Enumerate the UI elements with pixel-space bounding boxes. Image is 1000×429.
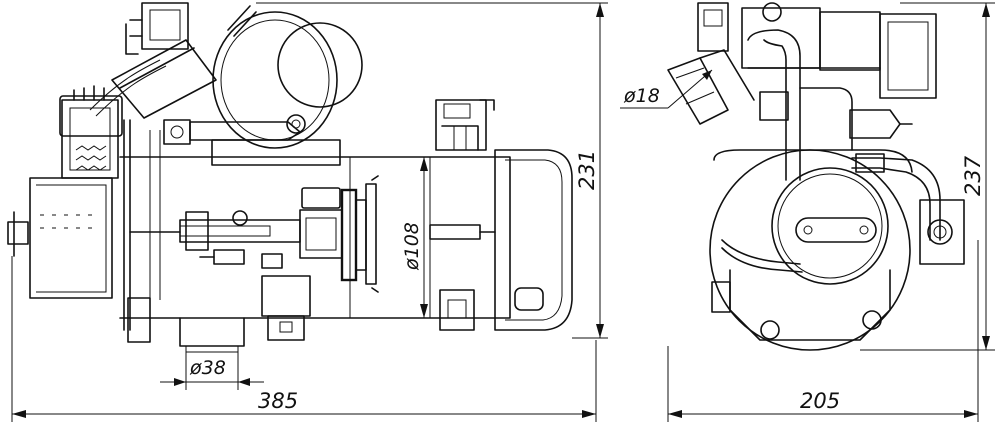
end-connector [849, 109, 965, 265]
dim-label-205: 205 [800, 389, 840, 413]
dim-label-18: ø18 [623, 85, 660, 107]
end-fan-housing [697, 2, 937, 99]
dim-label-38: ø38 [189, 357, 226, 379]
burner-flange [129, 175, 496, 293]
side-view [7, 2, 608, 422]
mounting-flange [7, 99, 151, 343]
relay-box [125, 2, 189, 55]
exhaust-elbow [667, 29, 801, 181]
end-flange [711, 239, 891, 341]
outlet-connector [179, 275, 475, 353]
dim-label-237: 237 [961, 155, 985, 196]
wiring-harness [59, 39, 217, 137]
dim-label-385: 385 [258, 389, 298, 413]
end-dimensions [620, 2, 995, 422]
heater-body [119, 149, 573, 331]
pump-connector [435, 99, 495, 151]
end-view [620, 2, 995, 422]
combustion-fan [163, 5, 363, 166]
scroll-housing [709, 87, 913, 351]
dim-label-108: ø108 [401, 222, 423, 271]
side-dimensions [11, 2, 608, 422]
dim-label-231: 231 [575, 150, 599, 190]
frame-ribs [123, 119, 161, 331]
